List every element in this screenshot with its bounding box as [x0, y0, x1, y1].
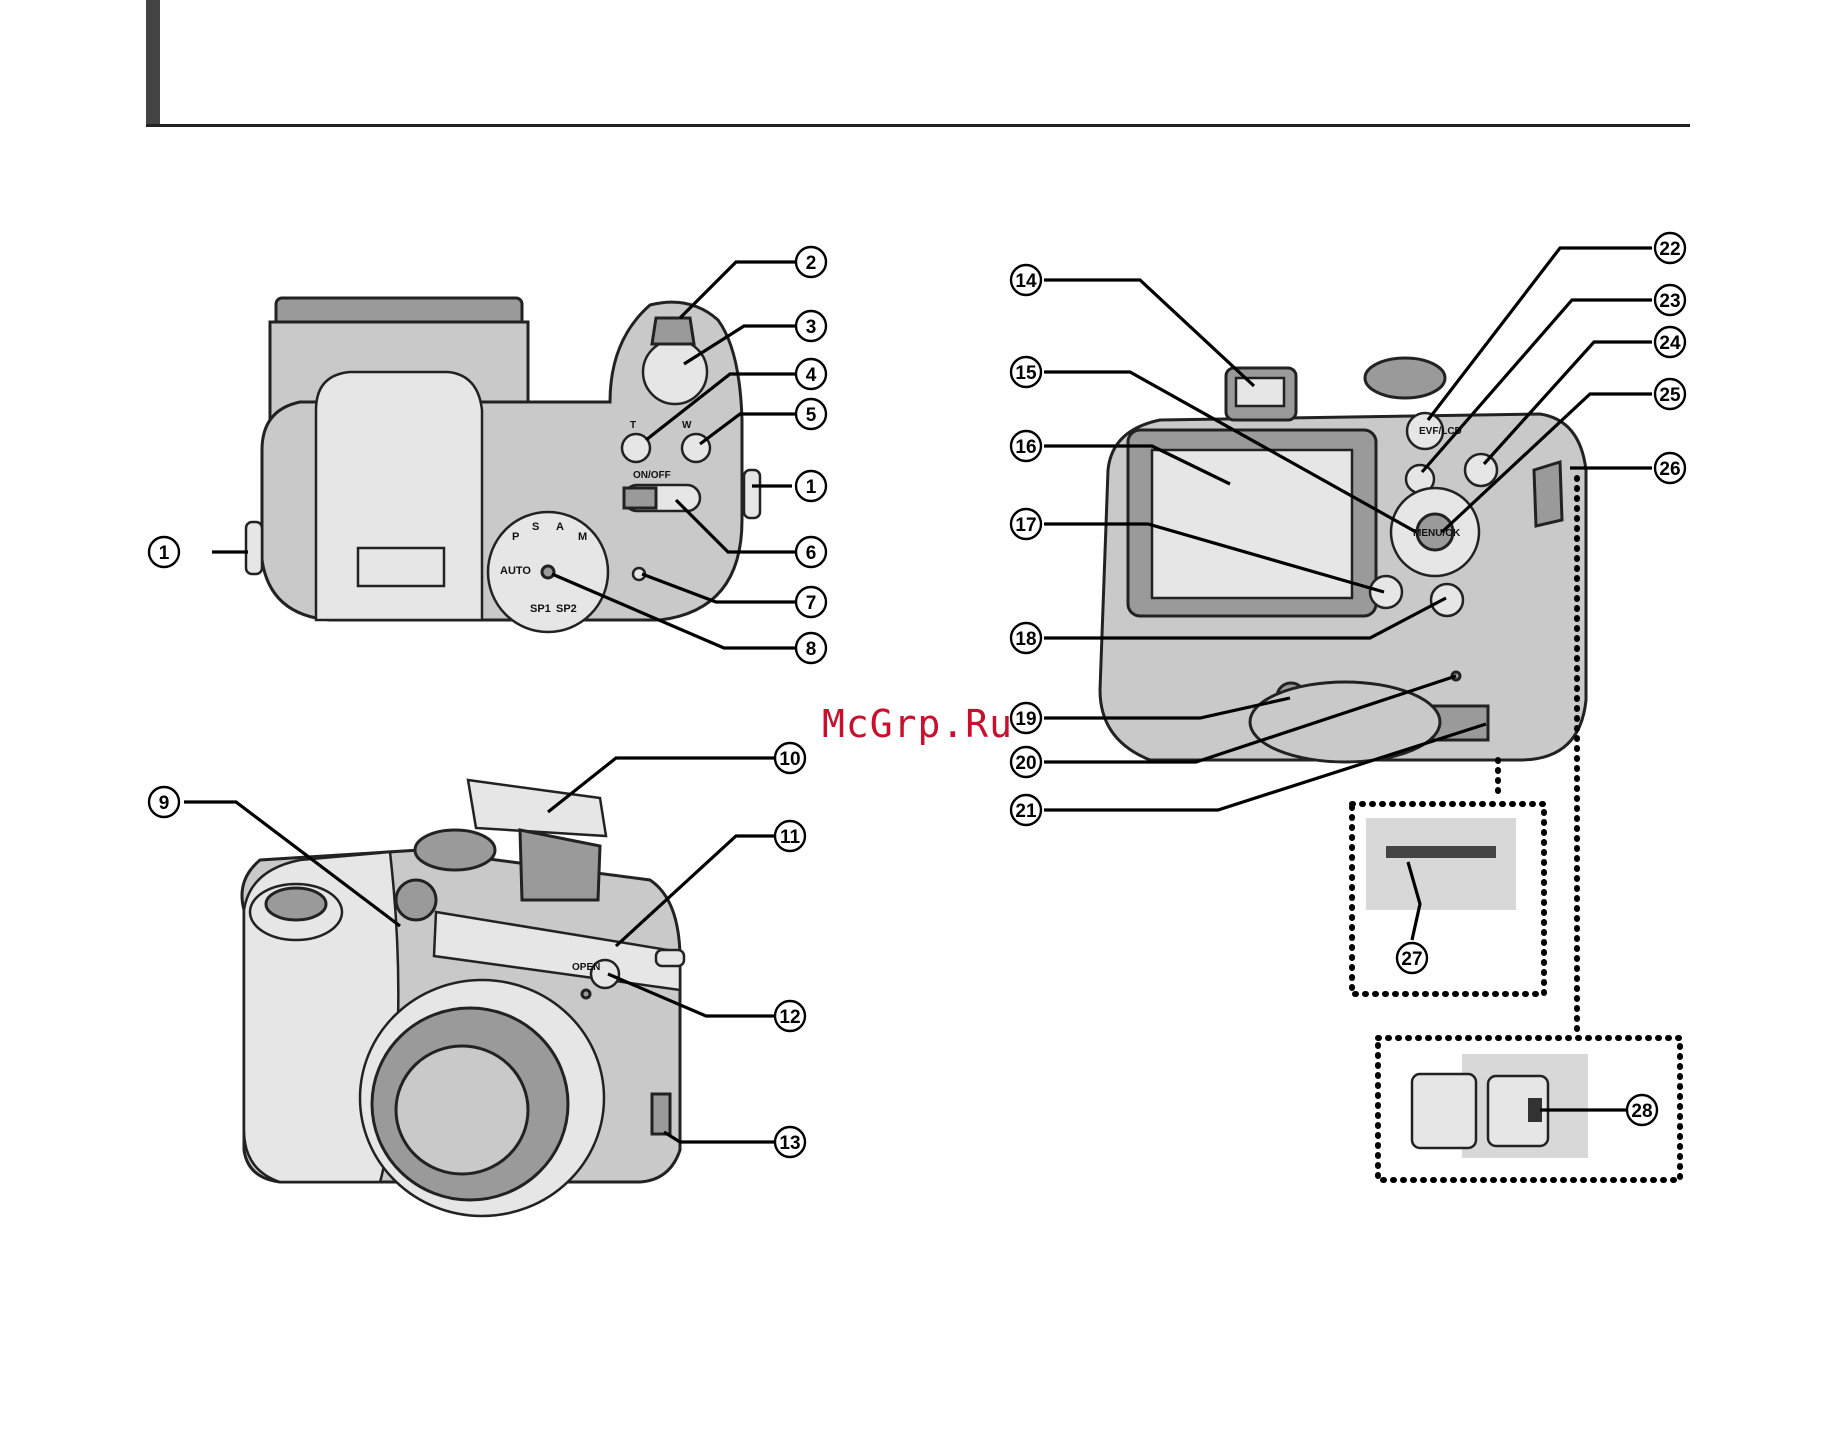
callout-4: 4: [796, 359, 826, 389]
menu-ok-label: MENU/OK: [1413, 528, 1461, 539]
callout-26: 26: [1655, 453, 1685, 483]
callout-11: 11: [775, 821, 805, 851]
callout-19: 19: [1011, 703, 1041, 733]
callout-24: 24: [1655, 327, 1685, 357]
svg-text:6: 6: [806, 543, 817, 564]
camera-back-view: EVF/LCD MENU/OK: [1100, 358, 1586, 762]
callout-20: 20: [1011, 747, 1041, 777]
callout-21: 21: [1011, 795, 1041, 825]
camera-top-view: ON/OFF T W AUTO SP1 SP2 P S A M: [246, 298, 760, 632]
svg-text:15: 15: [1015, 363, 1037, 384]
callout-12: 12: [775, 1001, 805, 1031]
svg-text:22: 22: [1659, 239, 1680, 260]
svg-text:8: 8: [806, 639, 817, 660]
callout-13: 13: [775, 1127, 805, 1157]
svg-text:17: 17: [1015, 515, 1036, 536]
svg-text:20: 20: [1015, 753, 1036, 774]
callout-27: 27: [1397, 943, 1427, 973]
svg-text:1: 1: [159, 543, 170, 564]
svg-text:4: 4: [806, 365, 817, 386]
callout-1b: 1: [796, 471, 826, 501]
svg-text:11: 11: [780, 827, 801, 848]
callout-18: 18: [1011, 623, 1041, 653]
svg-text:2: 2: [806, 253, 817, 274]
svg-text:16: 16: [1015, 437, 1036, 458]
callout-23: 23: [1655, 285, 1685, 315]
callout-16: 16: [1011, 431, 1041, 461]
callout-7: 7: [796, 587, 826, 617]
mode-dial-a: A: [556, 521, 564, 533]
svg-text:25: 25: [1659, 385, 1681, 406]
callout-25: 25: [1655, 379, 1685, 409]
svg-text:1: 1: [806, 477, 817, 498]
callout-17: 17: [1011, 509, 1041, 539]
callout-1a: 1: [149, 537, 179, 567]
watermark: McGrp.Ru: [822, 702, 1013, 746]
svg-text:7: 7: [806, 593, 817, 614]
svg-text:9: 9: [159, 793, 170, 814]
svg-text:12: 12: [779, 1007, 800, 1028]
mode-dial-sp1: SP1: [530, 603, 551, 615]
svg-text:23: 23: [1659, 291, 1680, 312]
camera-front-view: OPEN: [242, 780, 684, 1216]
callout-3: 3: [796, 311, 826, 341]
callout-5: 5: [796, 399, 826, 429]
mode-dial-sp2: SP2: [556, 603, 577, 615]
svg-text:26: 26: [1659, 459, 1680, 480]
svg-text:24: 24: [1659, 333, 1681, 354]
callout-2: 2: [796, 247, 826, 277]
svg-text:28: 28: [1631, 1101, 1652, 1122]
callout-6: 6: [796, 537, 826, 567]
memory-card-slot-inset: [1352, 760, 1544, 994]
callout-15: 15: [1011, 357, 1041, 387]
callout-28: 28: [1627, 1095, 1657, 1125]
callout-9: 9: [149, 787, 179, 817]
callout-14: 14: [1011, 265, 1041, 295]
flash-open-label: OPEN: [572, 962, 600, 973]
callout-10: 10: [775, 743, 805, 773]
svg-text:27: 27: [1401, 949, 1422, 970]
svg-text:21: 21: [1015, 801, 1037, 822]
mode-dial-auto: AUTO: [500, 565, 531, 577]
svg-text:19: 19: [1015, 709, 1036, 730]
callout-8: 8: [796, 633, 826, 663]
svg-text:10: 10: [779, 749, 800, 770]
svg-text:13: 13: [779, 1133, 800, 1154]
zoom-tele-label: T: [630, 420, 636, 431]
svg-text:3: 3: [806, 317, 817, 338]
power-switch-label: ON/OFF: [633, 470, 671, 481]
mode-dial-m: M: [578, 531, 587, 543]
zoom-wide-label: W: [682, 420, 692, 431]
svg-text:5: 5: [806, 405, 817, 426]
svg-text:14: 14: [1015, 271, 1037, 292]
callout-22: 22: [1655, 233, 1685, 263]
mode-dial-p: P: [512, 531, 519, 543]
svg-text:18: 18: [1015, 629, 1036, 650]
mode-dial-s: S: [532, 521, 539, 533]
